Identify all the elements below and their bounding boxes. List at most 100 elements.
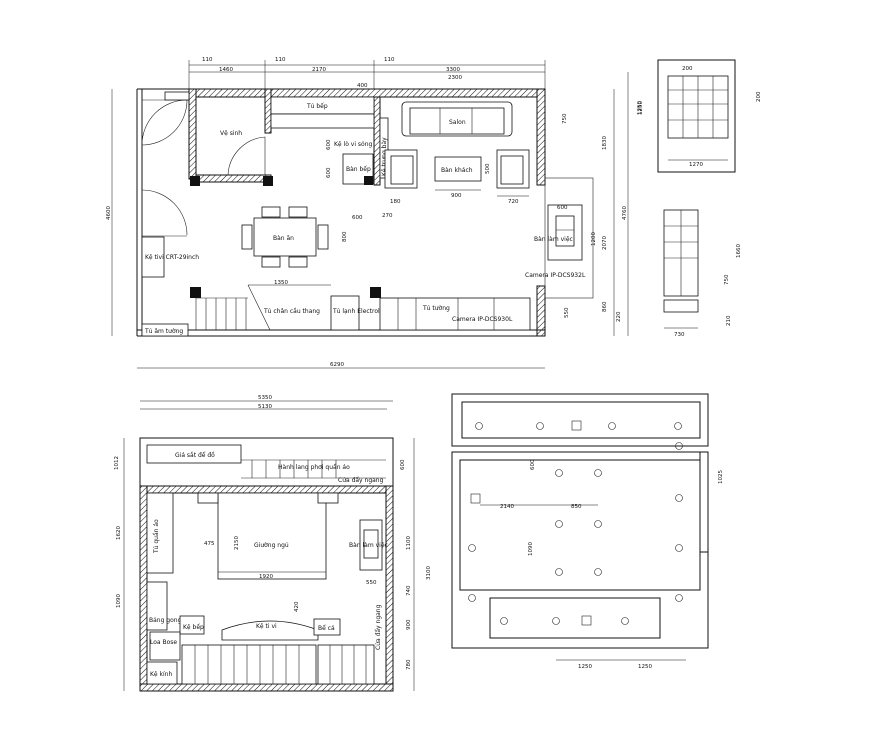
dim-180: 180 bbox=[390, 199, 401, 205]
dim-ceil-2140: 2140 bbox=[500, 504, 514, 510]
cabinet-frame bbox=[657, 59, 736, 173]
dim-up-1100: 1100 bbox=[406, 536, 412, 550]
dim-900: 900 bbox=[451, 193, 462, 199]
wall-right-lower bbox=[536, 285, 546, 337]
dim-cab-1660: 1660 bbox=[736, 244, 742, 258]
dim-ceil-1250-a: 1250 bbox=[578, 664, 592, 670]
label-gia-sat: Giá sắt để đồ bbox=[175, 451, 215, 459]
label-ke-lo-vi-song: Kệ lò vi sóng bbox=[334, 141, 373, 148]
label-camera-2: Camera IP-DCS930L bbox=[452, 316, 513, 323]
dim-cab-200: 200 bbox=[682, 66, 693, 72]
label-tu-lanh: Tủ lạnh Electrolux bbox=[332, 308, 388, 315]
dim-up-780: 780 bbox=[406, 659, 412, 670]
wall-upper-bottom bbox=[139, 683, 394, 692]
label-tu-bep: Tủ bếp bbox=[306, 103, 328, 110]
gong-board bbox=[146, 581, 168, 631]
dim-400: 400 bbox=[357, 83, 368, 89]
dim-top-2300: 2300 bbox=[448, 75, 462, 81]
label-tu-tuong: Tủ tường bbox=[422, 305, 450, 312]
wall-wc-bottom bbox=[195, 174, 272, 183]
dim-up-600: 600 bbox=[400, 459, 406, 470]
dim-860: 860 bbox=[602, 301, 608, 312]
speaker bbox=[149, 631, 181, 661]
dim-up-1012: 1012 bbox=[114, 456, 120, 470]
wall-left-wc bbox=[188, 88, 197, 180]
dim-1350: 1350 bbox=[274, 280, 288, 286]
wardrobe bbox=[146, 492, 174, 574]
dining-table bbox=[253, 217, 317, 257]
wall-right-upper bbox=[536, 88, 546, 186]
label-salon: Salon bbox=[449, 119, 466, 126]
label-ban-lam-viec: Bàn làm việc bbox=[534, 236, 573, 243]
label-giuong-ngu: Giường ngủ bbox=[254, 542, 289, 549]
label-ke-bep: Kệ bếp bbox=[183, 624, 204, 631]
tv-stand bbox=[141, 236, 165, 278]
cabinet-elevation: 200 200 1250 1270 1660 750 210 730 bbox=[638, 59, 762, 338]
label-ke-tivi-up: Kệ ti vi bbox=[256, 623, 277, 630]
dim-ceil-600: 600 bbox=[530, 459, 536, 470]
upper-staircase bbox=[181, 644, 375, 685]
dim-1830: 1830 bbox=[602, 136, 608, 150]
label-cua-day-2: Cửa đẩy ngang bbox=[375, 604, 382, 650]
entrance-door-swing-top bbox=[141, 99, 188, 146]
wall-top bbox=[188, 88, 546, 98]
dim-cab-210: 210 bbox=[726, 315, 732, 326]
label-tu-quan-ao: Tủ quần áo bbox=[152, 519, 160, 554]
dim-cab-750: 750 bbox=[724, 274, 730, 285]
column-wc bbox=[190, 176, 200, 186]
entrance-door-swing bbox=[141, 189, 188, 236]
label-tu-chan-cau-thang: Tủ chân cầu thang bbox=[263, 307, 320, 315]
label-ke-treo-tuong: Kệ trưng bày bbox=[381, 137, 388, 176]
coffee-table bbox=[434, 156, 482, 182]
aquarium bbox=[313, 618, 341, 636]
dim-up-550: 550 bbox=[366, 580, 377, 586]
label-hanh-lang: Hành lang phơi quần áo bbox=[278, 463, 350, 471]
label-ban-bep: Bàn bếp bbox=[346, 166, 371, 173]
dim-top-110-a: 110 bbox=[202, 57, 213, 63]
dim-220: 220 bbox=[616, 311, 622, 322]
dim-ceil-1250-b: 1250 bbox=[638, 664, 652, 670]
dim-up-1620: 1620 bbox=[116, 526, 122, 540]
dim-up-1090: 1090 bbox=[116, 594, 122, 608]
label-ke-tivi: Kệ tivi CRT-29inch bbox=[145, 254, 199, 261]
ceiling-lights bbox=[468, 420, 683, 626]
dim-up-1920: 1920 bbox=[259, 574, 273, 580]
dim-4600: 4600 bbox=[106, 206, 112, 220]
dim-up-740: 740 bbox=[406, 585, 412, 596]
ground-floor-plan: Vệ sinh Tủ bếp Kệ lò vi sóng Bàn bếp Kệ … bbox=[106, 57, 643, 369]
wc-door-swing bbox=[227, 136, 266, 176]
cabinet-grid bbox=[667, 75, 729, 139]
dim-top-3300: 3300 bbox=[446, 67, 460, 73]
label-tu-am-tuong: Tủ âm tường bbox=[144, 328, 183, 335]
dim-top-2170: 2170 bbox=[312, 67, 326, 73]
label-ke-kinh: Kệ kính bbox=[150, 671, 172, 678]
upper-floor-plan: 5350 5130 Giá sắt để đồ Hành lang phơi q… bbox=[114, 395, 432, 692]
label-cua-day-1: Cửa đẩy ngang bbox=[338, 477, 384, 484]
ceiling-panel-top bbox=[451, 393, 709, 447]
kitchen-shelf-up bbox=[179, 615, 205, 635]
wall-upper-right bbox=[385, 485, 394, 692]
dim-up-5350: 5350 bbox=[258, 395, 272, 401]
label-camera-1: Camera IP-DCS932L bbox=[525, 272, 586, 279]
dim-up-475: 475 bbox=[204, 541, 215, 547]
ground-floor-dimensions: 110 1460 110 2170 110 3300 2300 400 750 … bbox=[106, 57, 643, 369]
dim-up-420: 420 bbox=[294, 601, 300, 612]
dim-500: 500 bbox=[485, 163, 491, 174]
label-loa: Loa Bose bbox=[150, 639, 177, 646]
label-ban-an: Bàn ăn bbox=[273, 235, 294, 242]
dim-cab-h200: 200 bbox=[756, 91, 762, 102]
dim-750: 750 bbox=[562, 113, 568, 124]
dim-270: 270 bbox=[382, 213, 393, 219]
dim-cab-1250: 1250 bbox=[638, 101, 644, 115]
glass-shelf bbox=[146, 661, 178, 685]
wall-upper-balcony bbox=[139, 485, 394, 494]
wall-cabinet bbox=[379, 297, 531, 331]
wall-wc-partition bbox=[264, 88, 272, 134]
wall-upper-left bbox=[139, 485, 148, 692]
dim-ceil-1090: 1090 bbox=[528, 542, 534, 556]
dim-600-d: 600 bbox=[557, 205, 568, 211]
wall-kitchen-partition bbox=[373, 96, 381, 186]
dim-ceil-850: 850 bbox=[571, 504, 582, 510]
